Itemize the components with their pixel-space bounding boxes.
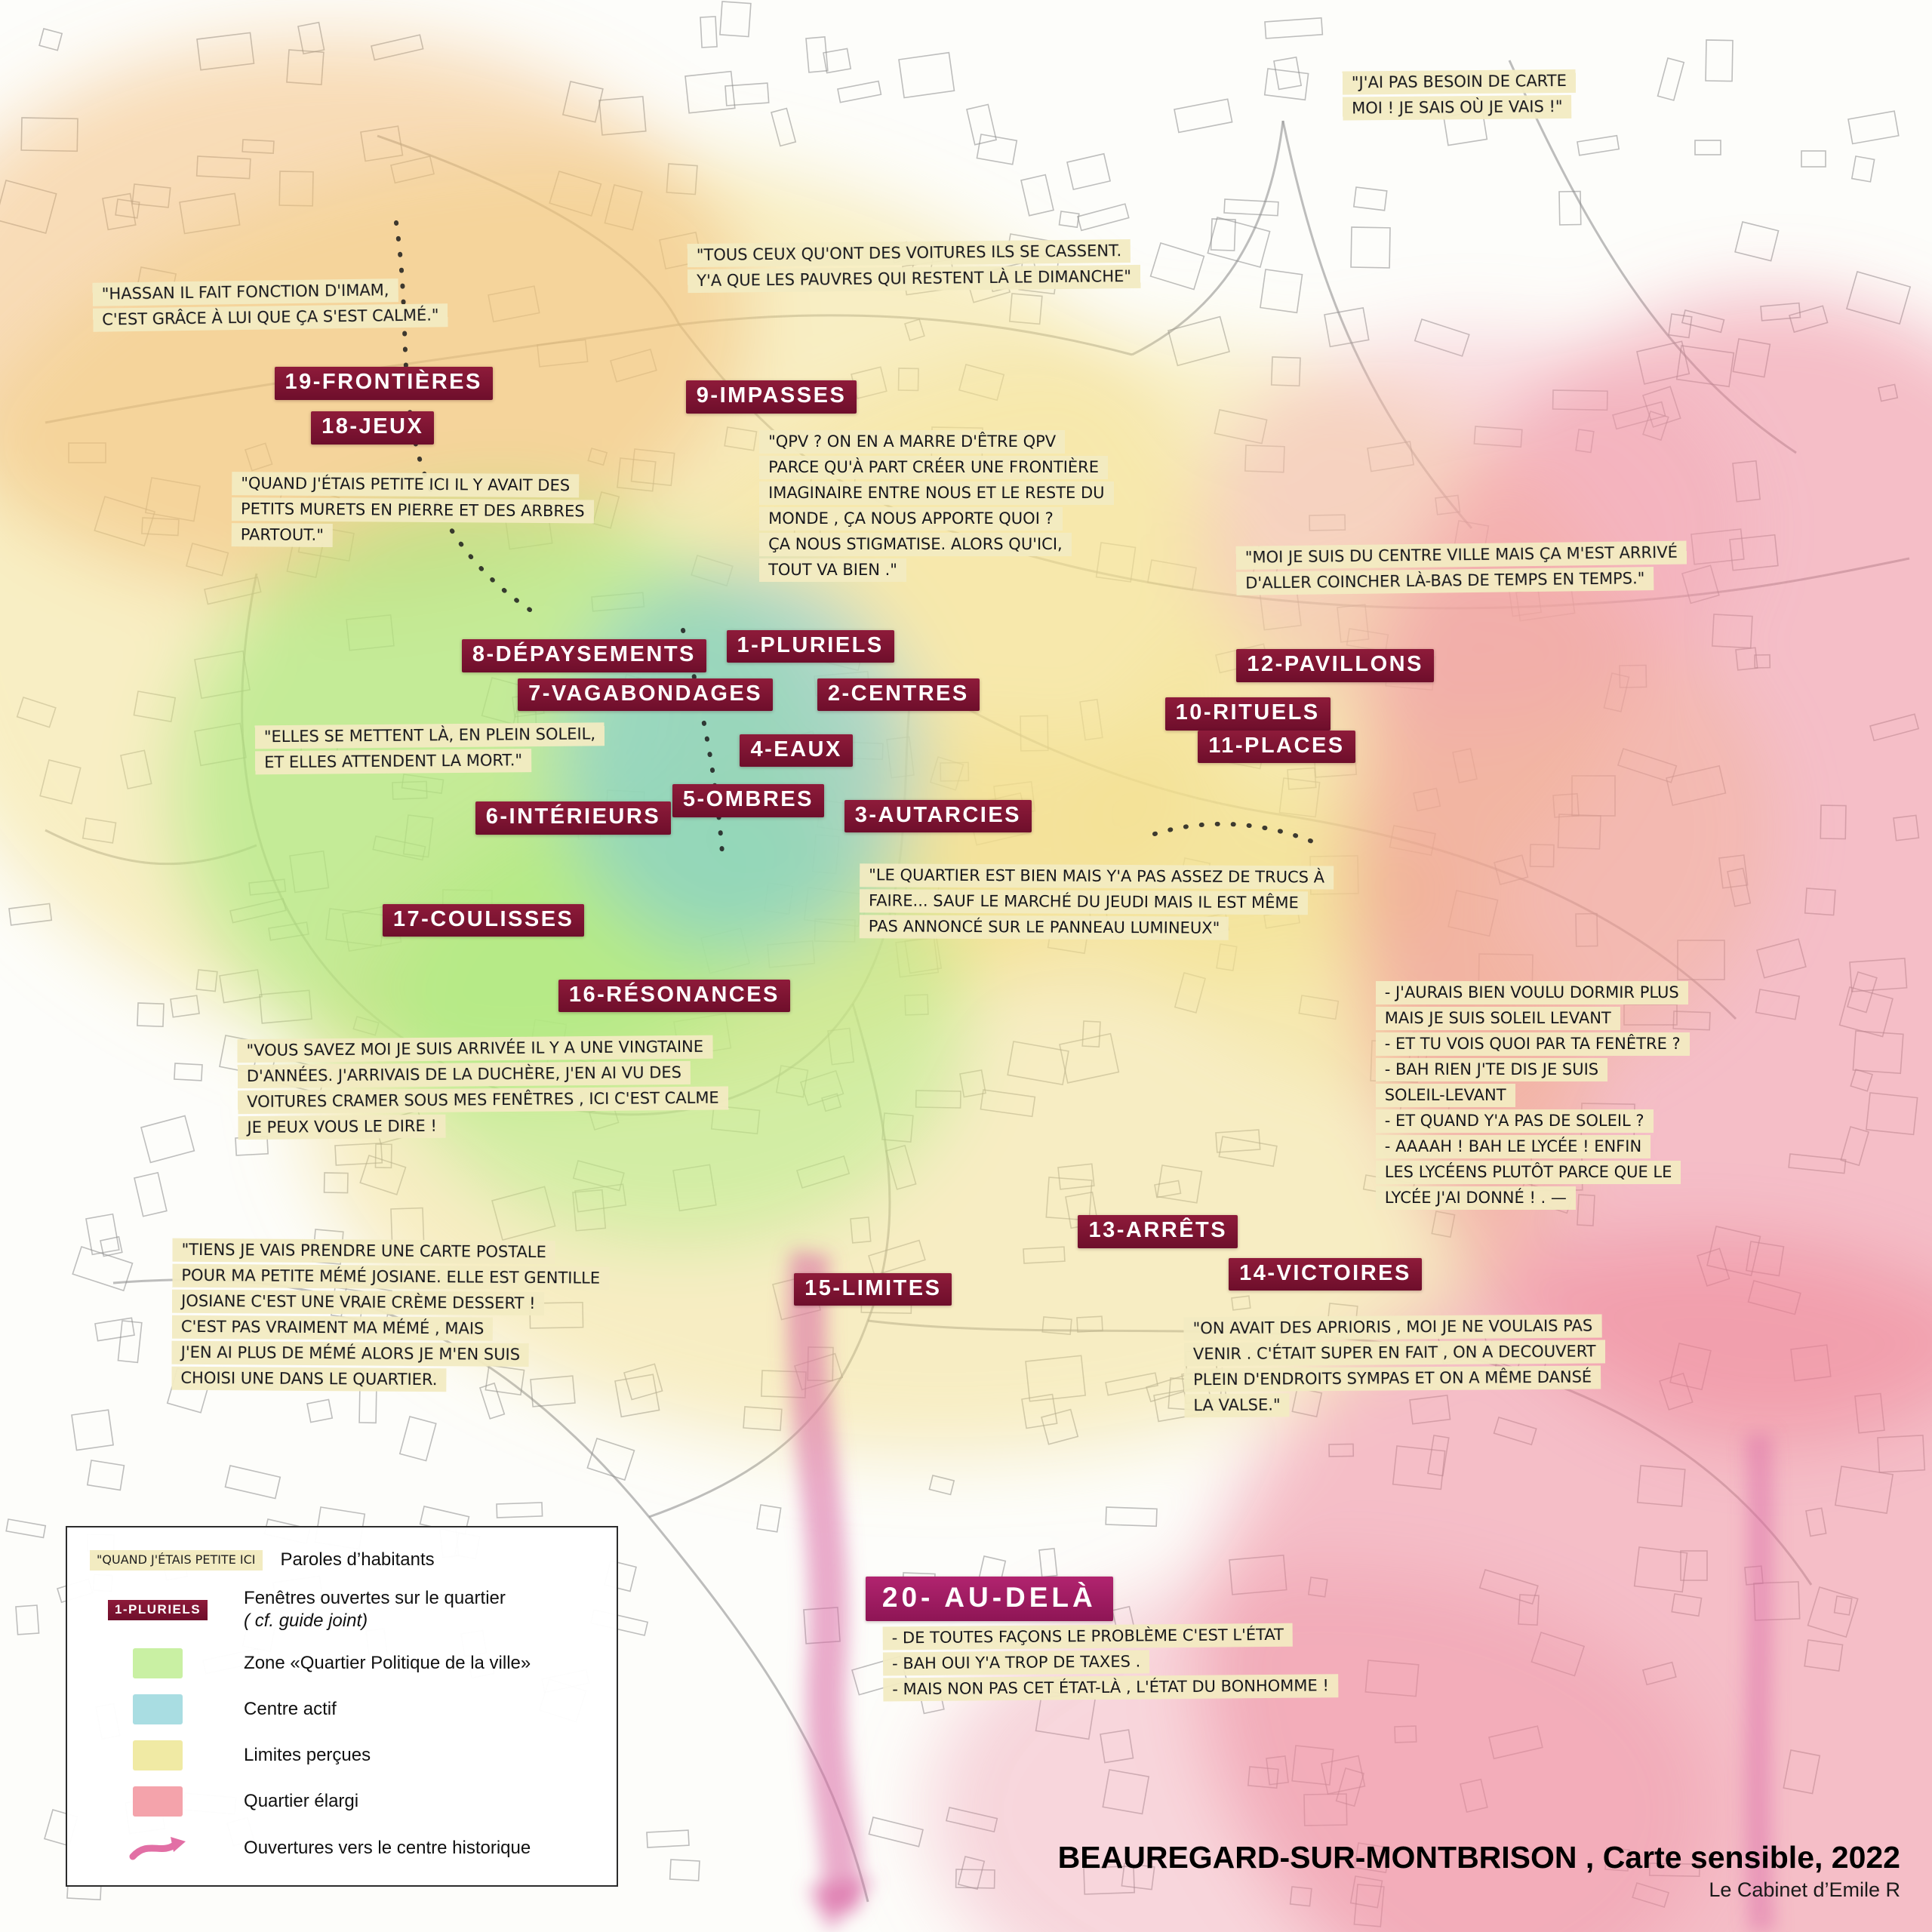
- quote-tape-text: "J'AI PAS BESOIN DE CARTE MOI ! JE SAIS …: [1342, 69, 1577, 121]
- resident-quote-5: "QPV ? ON EN A MARRE D'ÊTRE QPV PARCE QU…: [759, 429, 1204, 583]
- pink-arrow-icon: [129, 1837, 186, 1860]
- color-swatch: [133, 1694, 183, 1725]
- color-swatch: [133, 1740, 183, 1771]
- window-badge-12: 12-PAVILLONS: [1236, 649, 1434, 682]
- legend-arrow-sample: [90, 1832, 226, 1864]
- quote-tape-text: "VOUS SAVEZ MOI JE SUIS ARRIVÉE IL Y A U…: [237, 1035, 728, 1140]
- legend-row-1: "QUAND J'ÉTAIS PETITE ICI Paroles d’habit…: [90, 1549, 594, 1571]
- legend-row-4: Centre actif: [90, 1694, 594, 1725]
- legend-tape-sample: "QUAND J'ÉTAIS PETITE ICI: [90, 1549, 263, 1571]
- quote-tape-text: - J'AURAIS BIEN VOULU DORMIR PLUS MAIS J…: [1375, 980, 1690, 1211]
- legend-label: Centre actif: [244, 1699, 337, 1720]
- window-badge-6: 6-INTÉRIEURS: [475, 801, 672, 835]
- window-badge-10: 10-RITUELS: [1164, 697, 1331, 731]
- window-badge-16: 16-RÉSONANCES: [558, 979, 790, 1013]
- window-badge-18: 18-JEUX: [311, 411, 435, 445]
- window-badge-11: 11-PLACES: [1198, 730, 1355, 764]
- legend-color-swatch: [90, 1648, 226, 1679]
- window-badge-3: 3-AUTARCIES: [844, 799, 1032, 833]
- quote-tape-text: "QPV ? ON EN A MARRE D'ÊTRE QPV PARCE QU…: [759, 430, 1114, 583]
- window-badge-5: 5-OMBRES: [672, 784, 824, 817]
- quote-tape-text: "TOUS CEUX QU'ONT DES VOITURES ILS SE CA…: [688, 239, 1141, 294]
- tape-sample-text: "QUAND J'ÉTAIS PETITE ICI: [90, 1549, 263, 1571]
- legend-box: "QUAND J'ÉTAIS PETITE ICI Paroles d’habit…: [66, 1526, 619, 1887]
- quote-tape-text: "HASSAN IL FAIT FONCTION D'IMAM, C'EST G…: [92, 278, 448, 332]
- quote-tape-text: - DE TOUTES FAÇONS LE PROBLÈME C'EST L'É…: [882, 1623, 1338, 1702]
- window-badge-15: 15-LIMITES: [794, 1273, 952, 1306]
- quote-tape-text: "LE QUARTIER EST BIEN MAIS Y'A PAS ASSEZ…: [859, 863, 1334, 941]
- badge-sample-text: 1-PLURIELS: [107, 1599, 208, 1621]
- legend-color-swatch: [90, 1694, 226, 1725]
- zone-elargi-pink: [1200, 332, 1743, 724]
- legend-row-2: 1-PLURIELS Fenêtres ouvertes sur le quart…: [90, 1587, 594, 1632]
- resident-quote-12: "ON AVAIT DES APRIORIS , MOI JE NE VOULA…: [1183, 1312, 1687, 1418]
- quote-tape-text: "QUAND J'ÉTAIS PETITE ICI IL Y AVAIT DES…: [231, 471, 594, 547]
- legend-label: Ouvertures vers le centre historique: [244, 1838, 531, 1859]
- resident-quote-4: "QUAND J'ÉTAIS PETITE ICI IL Y AVAIT DES…: [231, 470, 638, 550]
- legend-row-3: Zone «Quartier Politique de la ville»: [90, 1648, 594, 1679]
- window-badge-17: 17-COULISSES: [382, 904, 585, 937]
- color-swatch: [133, 1648, 183, 1679]
- resident-quote-10: "VOUS SAVEZ MOI JE SUIS ARRIVÉE IL Y A U…: [237, 1033, 779, 1140]
- resident-quote-7: "ELLES SE METTENT LÀ, EN PLEIN SOLEIL, E…: [254, 721, 661, 776]
- legend-row-6: Quartier élargi: [90, 1786, 594, 1817]
- legend-label: Fenêtres ouvertes sur le quartier ( cf. …: [244, 1588, 506, 1632]
- window-badge-1: 1-PLURIELS: [726, 629, 894, 663]
- legend-badge-sample: 1-PLURIELS: [90, 1599, 226, 1621]
- quote-tape-text: "TIENS JE VAIS PRENDRE UNE CARTE POSTALE…: [171, 1238, 610, 1392]
- resident-quote-1: "J'AI PAS BESOIN DE CARTE MOI ! JE SAIS …: [1342, 66, 1787, 121]
- quote-tape-text: "ELLES SE METTENT LÀ, EN PLEIN SOLEIL, E…: [254, 722, 605, 775]
- resident-quote-13: - DE TOUTES FAÇONS LE PROBLÈME C'EST L'É…: [882, 1620, 1481, 1703]
- legend-label-note: ( cf. guide joint): [244, 1611, 368, 1632]
- resident-quote-2: "TOUS CEUX QU'ONT DES VOITURES ILS SE CA…: [688, 236, 1287, 294]
- legend-label: Quartier élargi: [244, 1791, 359, 1812]
- resident-quote-3: "HASSAN IL FAIT FONCTION D'IMAM, C'EST G…: [92, 275, 498, 333]
- resident-quote-6: "MOI JE SUIS DU CENTRE VILLE MAIS ÇA M'E…: [1236, 537, 1835, 596]
- map-title: BEAUREGARD-SUR-MONTBRISON , Carte sensib…: [1057, 1840, 1900, 1875]
- window-badge-7: 7-VAGABONDAGES: [518, 678, 774, 711]
- map-author: Le Cabinet d’Emile R: [1709, 1878, 1900, 1902]
- window-badge-4: 4-EAUX: [740, 734, 853, 768]
- centre-historique-flows: [786, 1250, 1775, 1932]
- legend-row-5: Limites perçues: [90, 1740, 594, 1771]
- quote-tape-text: "ON AVAIT DES APRIORIS , MOI JE NE VOULA…: [1183, 1314, 1605, 1418]
- window-badge-9: 9-IMPASSES: [685, 380, 857, 414]
- window-badge-20: 20- AU-DELÀ: [865, 1576, 1113, 1621]
- legend-color-swatch: [90, 1786, 226, 1817]
- resident-quote-11: "TIENS JE VAIS PRENDRE UNE CARTE POSTALE…: [171, 1237, 675, 1395]
- window-badge-14: 14-VICTOIRES: [1229, 1257, 1422, 1291]
- legend-label: Paroles d’habitants: [280, 1549, 435, 1571]
- window-badge-13: 13-ARRÊTS: [1078, 1215, 1238, 1248]
- map-credit: BEAUREGARD-SUR-MONTBRISON , Carte sensib…: [1058, 1839, 1900, 1905]
- legend-color-swatch: [90, 1740, 226, 1771]
- resident-quote-9: - J'AURAIS BIEN VOULU DORMIR PLUS MAIS J…: [1375, 980, 1743, 1211]
- legend-label: Zone «Quartier Politique de la ville»: [244, 1653, 531, 1674]
- color-swatch: [133, 1786, 183, 1817]
- window-badge-19: 19-FRONTIÈRES: [274, 367, 493, 400]
- legend-label: Limites perçues: [244, 1745, 371, 1766]
- quote-tape-text: "MOI JE SUIS DU CENTRE VILLE MAIS ÇA M'E…: [1236, 540, 1687, 595]
- window-badge-2: 2-CENTRES: [817, 678, 980, 711]
- legend-row-7: Ouvertures vers le centre historique: [90, 1832, 594, 1864]
- window-badge-8: 8-DÉPAYSEMENTS: [461, 639, 706, 672]
- resident-quote-8: "LE QUARTIER EST BIEN MAIS Y'A PAS ASSEZ…: [859, 863, 1382, 943]
